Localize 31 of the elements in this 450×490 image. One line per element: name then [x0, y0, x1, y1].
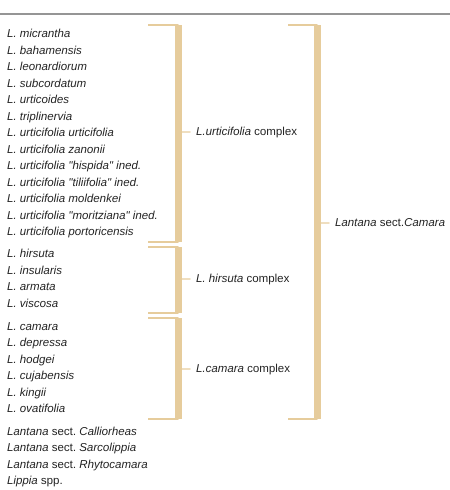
taxon-name: L. camara [7, 320, 58, 334]
taxon-name: Lantana sect. Sarcolippia [7, 441, 136, 456]
taxon-name: Lantana sect. Rhytocamara [7, 458, 148, 472]
taxon-name: L. hodgei [7, 352, 54, 367]
group-label: L.camara complex [196, 362, 290, 376]
taxon-name: Lippia spp. [7, 474, 63, 488]
taxon-name: L. depressa [7, 336, 68, 350]
taxon-name: L. urticifolia zanonii [7, 142, 105, 156]
taxon-name: L. armata [7, 280, 56, 294]
taxon-name: L. cujabensis [7, 369, 74, 384]
taxon-name: L. urticifolia "hispida" ined. [7, 159, 142, 173]
taxon-name: L. micrantha [7, 27, 70, 41]
taxon-name: L. urticifolia "moritziana" ined. [7, 208, 158, 222]
taxon-name: Lantana sect. Calliorheas [7, 425, 137, 439]
group-label: L. hirsuta complex [196, 272, 290, 286]
taxon-name: L. urticoides [7, 93, 70, 107]
taxon-name: L. urticifolia moldenkei [7, 192, 121, 206]
taxon-name: L. viscosa [7, 296, 58, 311]
taxon-name: L. ovatifolia [7, 402, 66, 416]
taxon-name: L. subcordatum [7, 76, 86, 90]
taxon-name: L. insularis [7, 264, 62, 278]
taxon-name: L. urticifolia portoricensis [7, 225, 134, 239]
group-label: Lantana sect.Camara [335, 216, 445, 230]
taxon-name: L. urticifolia urticifolia [7, 126, 114, 140]
group-label: L.urticifolia complex [196, 125, 297, 139]
taxon-name: L. leonardiorum [7, 60, 87, 74]
taxon-name: L. triplinervia [7, 110, 72, 124]
taxon-name: L. kingii [7, 386, 46, 400]
taxon-name: L. hirsuta [7, 247, 54, 261]
taxon-name: L. urticifolia "tiliifolia" ined. [7, 176, 140, 190]
taxon-name: L. bahamensis [7, 44, 82, 58]
